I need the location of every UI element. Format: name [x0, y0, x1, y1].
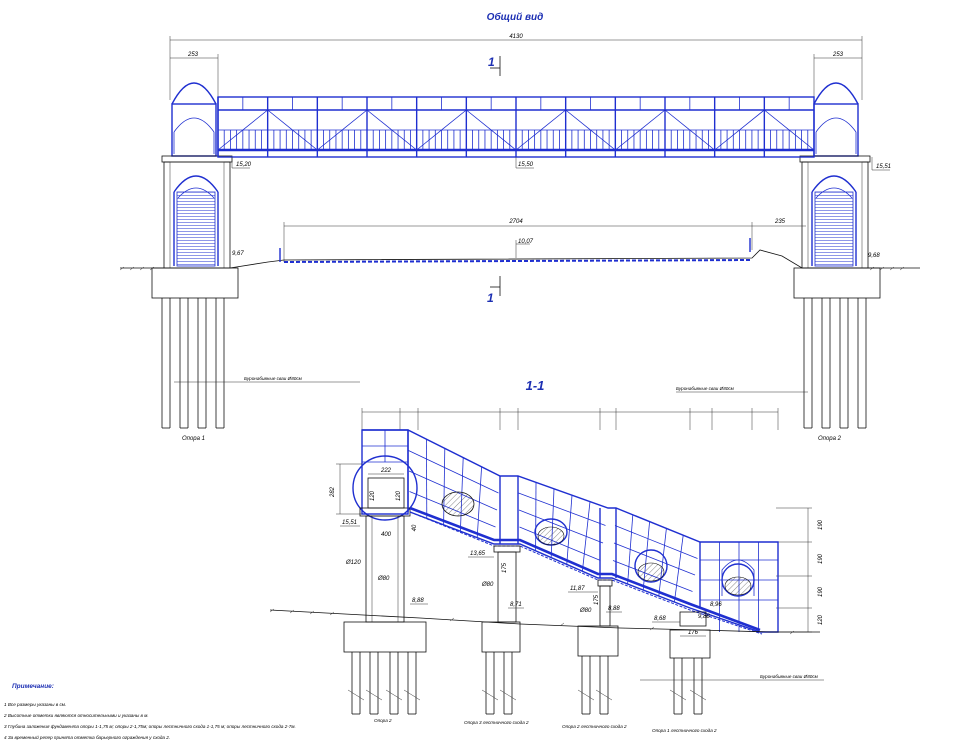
svg-text:120: 120 [396, 490, 402, 501]
svg-text:15,50: 15,50 [518, 162, 534, 168]
section-mark-top: 1 [488, 55, 501, 76]
section-top-dims [361, 408, 779, 430]
svg-text:4130: 4130 [509, 34, 523, 40]
svg-text:40: 40 [412, 524, 418, 531]
svg-text:13,65: 13,65 [470, 551, 486, 557]
note-item: 2 Высотные отметки являются относительны… [3, 713, 149, 718]
svg-text:Ø120: Ø120 [345, 560, 361, 566]
dim-total: 4130 253 253 [169, 34, 863, 100]
section-ground [269, 608, 820, 635]
svg-text:253: 253 [832, 52, 844, 58]
svg-text:190: 190 [818, 553, 824, 564]
notes-title: Примечание: [12, 683, 54, 690]
svg-text:2704: 2704 [508, 219, 523, 225]
section-support-label: Опора 2 лестничного схода 2 [562, 724, 627, 729]
svg-text:9,88: 9,88 [698, 614, 710, 620]
svg-text:Буронабивные сваи Ø80см: Буронабивные сваи Ø80см [760, 674, 819, 679]
svg-text:9,67: 9,67 [232, 251, 244, 257]
svg-text:15,20: 15,20 [236, 162, 252, 168]
general-view-title: Общий вид [487, 11, 544, 23]
section-left-tower: 282 222 120 120 15,51 40 400 Ø120 Ø80 8,… [330, 429, 428, 623]
section-foundations: Буронабивные сваи Ø80см Опора 2 Опора 3 … [343, 621, 824, 733]
svg-text:1: 1 [487, 291, 494, 305]
right-foundation: Буронабивные сваи Ø80см Опора 2 [676, 267, 881, 442]
svg-text:Ø80: Ø80 [377, 576, 390, 582]
svg-text:8,71: 8,71 [510, 602, 522, 608]
section-support-label: Опора 1 лестничного схода 2 [652, 728, 717, 733]
svg-text:15,51: 15,51 [342, 520, 357, 526]
right-tower [799, 82, 871, 269]
section-support-label: Опора 3 лестничного схода 2 [464, 720, 529, 725]
svg-text:175: 175 [502, 562, 508, 573]
svg-text:190: 190 [818, 519, 824, 530]
svg-text:253: 253 [187, 52, 199, 58]
svg-text:176: 176 [688, 630, 699, 636]
section-right-dims: 190 190 190 120 [776, 507, 824, 633]
notes: Примечание: 1 Все размеры указаны в см. … [3, 683, 296, 740]
svg-text:8,88: 8,88 [412, 598, 424, 604]
svg-text:1: 1 [488, 55, 495, 69]
note-item: 3 Глубина заложения фундамента опоры 1-1… [4, 724, 296, 729]
section-support-label: Опора 2 [374, 718, 392, 723]
section-mark-bottom: 1 [487, 276, 501, 305]
note-item: 1 Все размеры указаны в см. [4, 702, 66, 707]
note-item: 4 За временный репер принята отметка бар… [4, 734, 170, 740]
svg-text:222: 222 [380, 468, 392, 474]
section-supports: 13,65 175 Ø80 8,71 11,87 175 Ø80 8,88 8,… [468, 545, 722, 637]
svg-text:10,07: 10,07 [518, 239, 534, 245]
support-2-label: Опора 2 [818, 436, 842, 442]
svg-text:11,87: 11,87 [570, 586, 585, 592]
stair-cage [362, 429, 779, 635]
svg-text:Ø80: Ø80 [481, 582, 494, 588]
elevations-top: 15,20 15,50 15,51 [231, 157, 891, 171]
svg-text:Буронабивные сваи Ø80см: Буронабивные сваи Ø80см [244, 376, 303, 381]
svg-text:9,68: 9,68 [868, 253, 880, 259]
left-tower [161, 82, 233, 269]
svg-text:Ø80: Ø80 [579, 608, 592, 614]
svg-text:8,88: 8,88 [608, 606, 620, 612]
svg-text:120: 120 [818, 614, 824, 625]
support-1-label: Опора 1 [182, 436, 205, 442]
svg-text:8,68: 8,68 [654, 616, 666, 622]
svg-text:175: 175 [594, 594, 600, 605]
section-title: 1-1 [526, 378, 545, 393]
left-foundation: Буронабивные сваи Ø80см Опора 1 [151, 267, 360, 442]
bridge-truss [217, 96, 815, 158]
svg-text:15,51: 15,51 [876, 164, 891, 170]
svg-text:235: 235 [774, 219, 786, 225]
road-span: 2704 235 10,07 9,67 9,68 [119, 219, 920, 271]
svg-text:Буронабивные сваи Ø80см: Буронабивные сваи Ø80см [676, 386, 735, 391]
svg-text:8,96: 8,96 [710, 602, 722, 608]
svg-text:282: 282 [330, 486, 336, 498]
svg-text:190: 190 [818, 586, 824, 597]
svg-text:120: 120 [370, 490, 376, 501]
svg-text:400: 400 [381, 532, 392, 538]
